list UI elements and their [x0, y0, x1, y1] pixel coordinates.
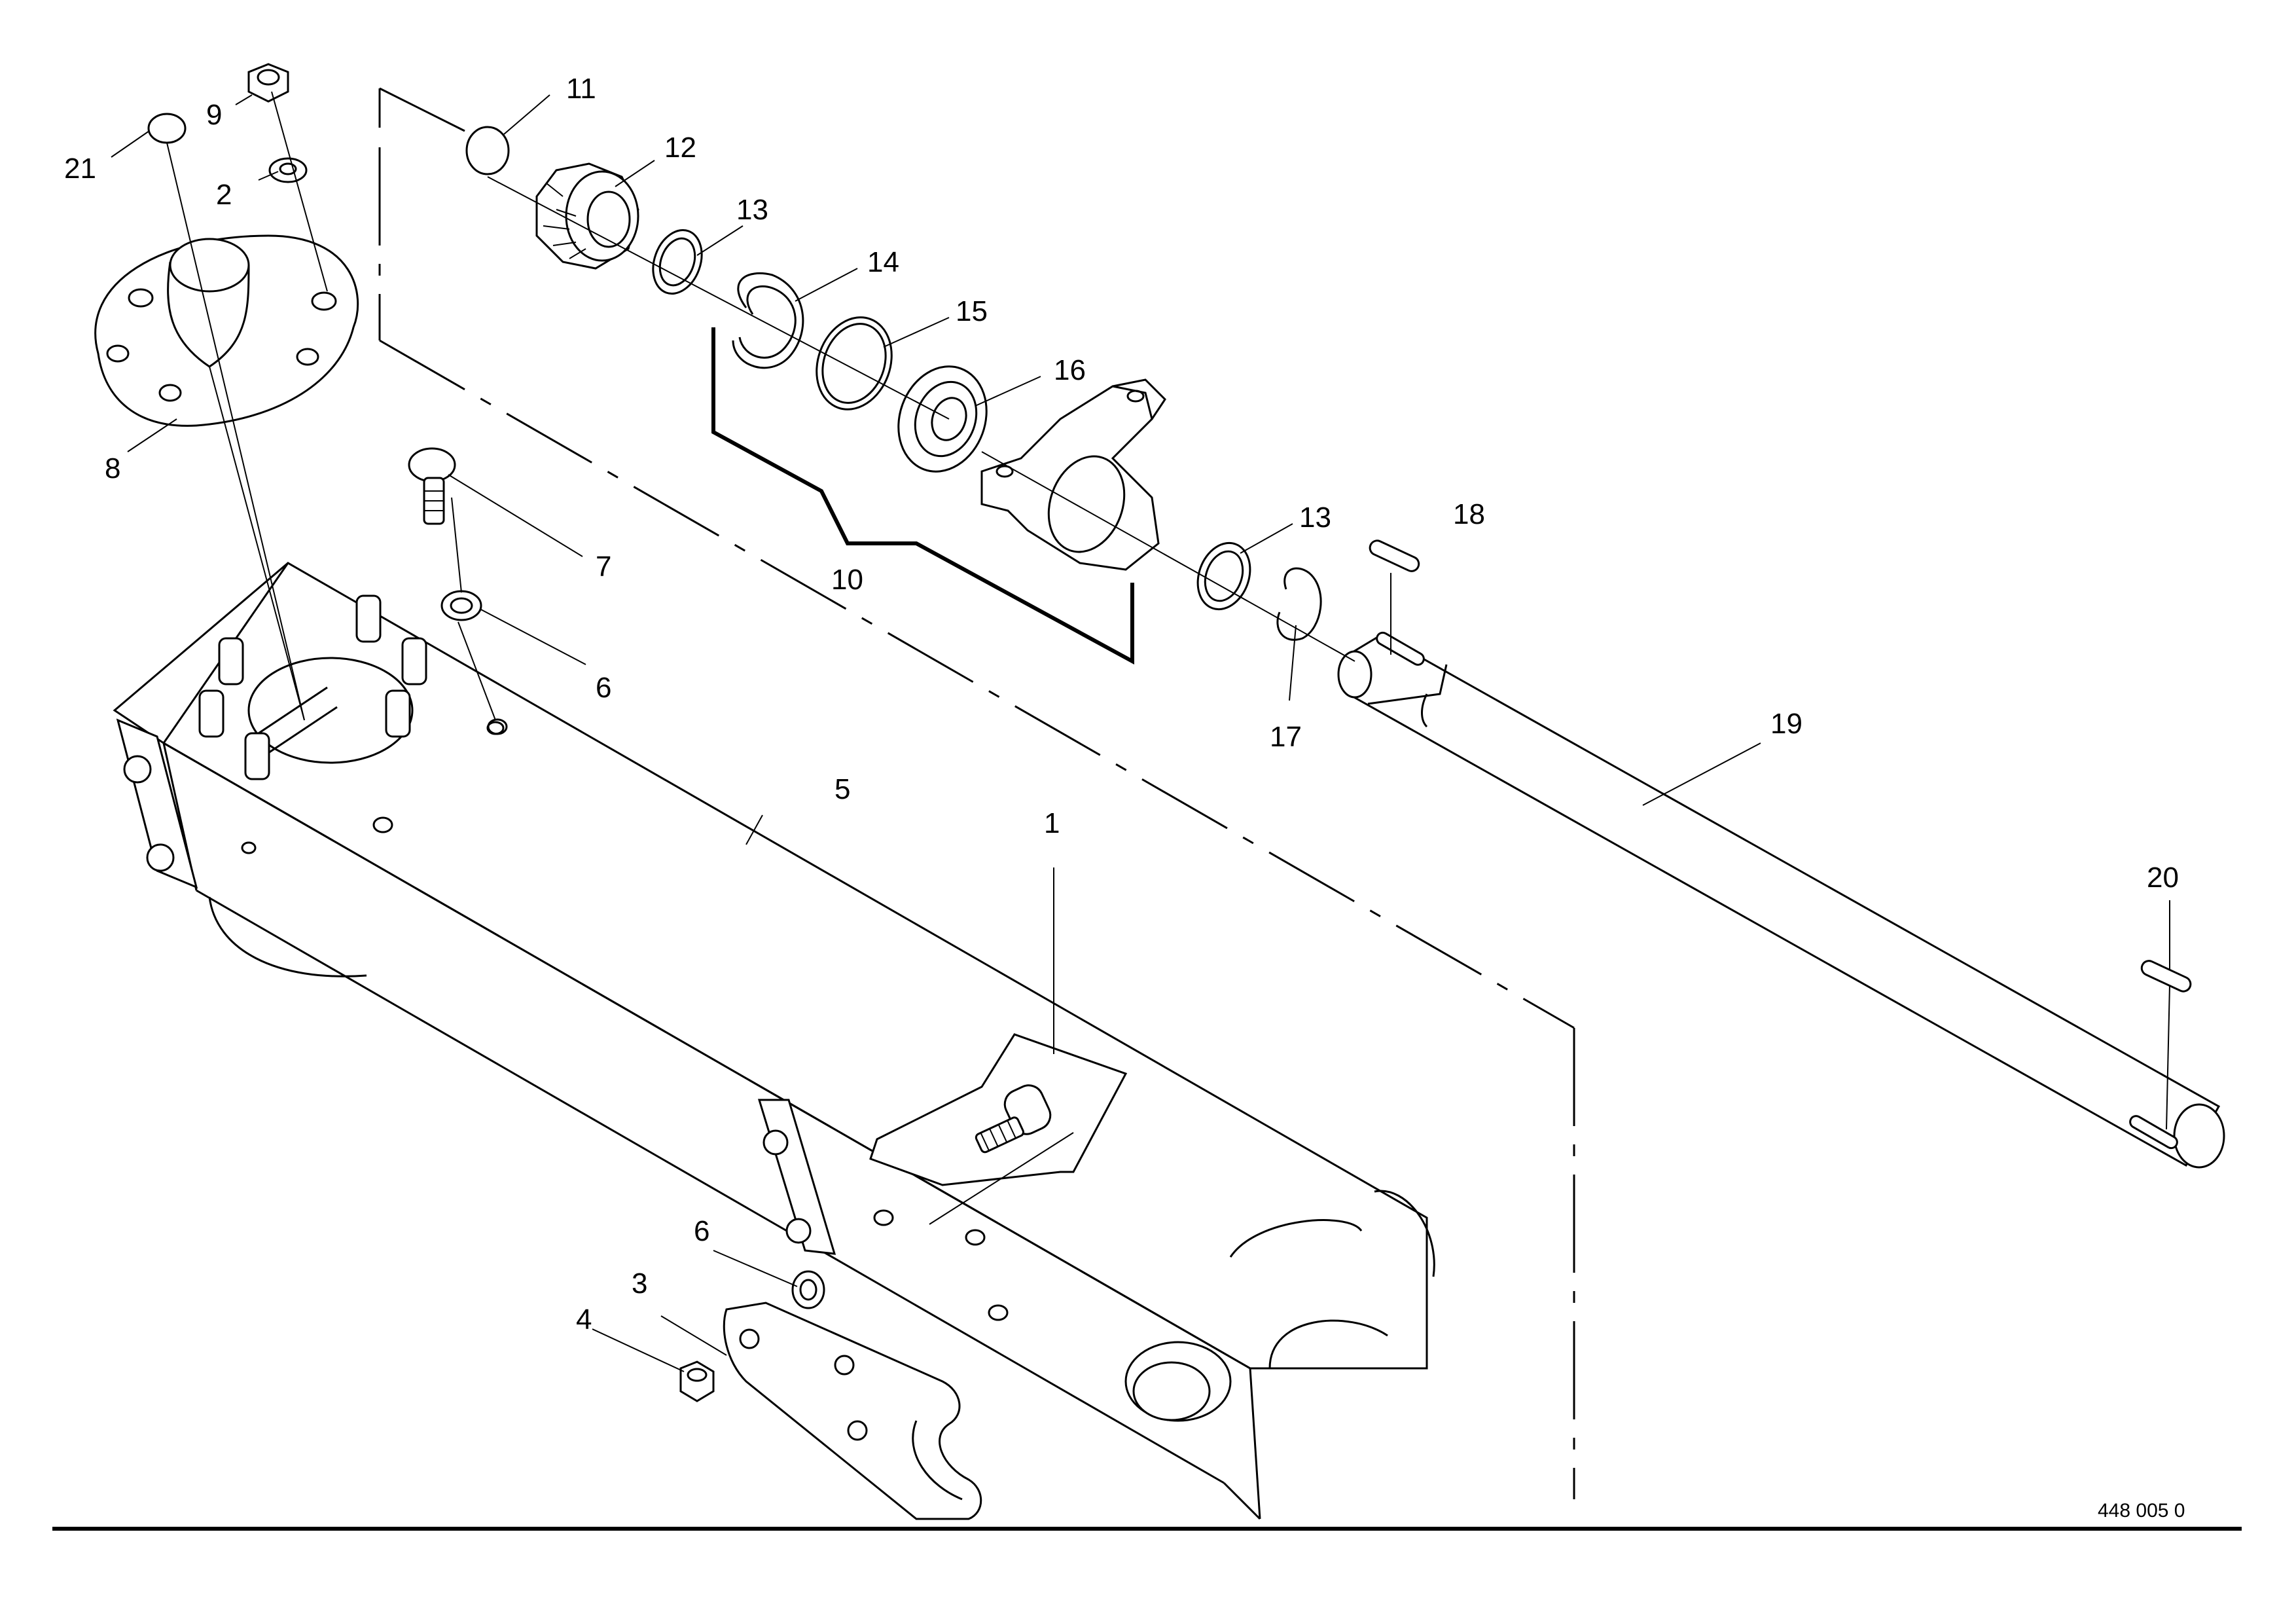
- circlip-17: [1276, 567, 1322, 641]
- frame-beam: [113, 562, 1435, 1520]
- callout-4: 4: [576, 1304, 592, 1336]
- callout-6b: 6: [694, 1215, 709, 1247]
- callout-12: 12: [664, 132, 696, 164]
- mounting-plate-3: [723, 1302, 982, 1520]
- retaining-ring-15: [816, 316, 893, 410]
- callout-15: 15: [956, 295, 988, 327]
- key-18: [1369, 539, 1420, 572]
- callout-17: 17: [1270, 721, 1302, 753]
- callout-3: 3: [632, 1267, 647, 1300]
- drive-shaft: [1337, 631, 2225, 1169]
- o-ring-21: [147, 113, 187, 144]
- spacer-ring-13a: [652, 229, 703, 295]
- callout-20: 20: [2147, 862, 2179, 894]
- callout-16: 16: [1054, 354, 1086, 386]
- callout-21: 21: [64, 153, 96, 185]
- o-ring-11: [465, 126, 510, 175]
- callout-7: 7: [596, 551, 611, 583]
- leader-lines: [111, 91, 2170, 1372]
- assembly-boundary: [378, 87, 1575, 1499]
- cutaway-detail: [869, 1033, 1128, 1186]
- key-20: [2140, 960, 2192, 993]
- callout-5: 5: [834, 773, 850, 805]
- callout-6a: 6: [596, 672, 611, 704]
- callout-19: 19: [1770, 708, 1803, 740]
- bearing-group-bracket: [711, 327, 1134, 665]
- hex-nut-4: [679, 1360, 715, 1402]
- callout-13b: 13: [1299, 501, 1331, 534]
- callout-14: 14: [867, 246, 899, 278]
- lock-washer-6b: [791, 1270, 825, 1309]
- spacer-ring-13b: [1196, 541, 1251, 611]
- flange-housing: [94, 234, 359, 427]
- ball-bearing-16: [897, 365, 988, 473]
- callout-11: 11: [566, 73, 596, 105]
- callout-10: 10: [831, 564, 863, 596]
- callout-1: 1: [1044, 807, 1060, 839]
- callout-2: 2: [216, 179, 232, 211]
- callout-13a: 13: [736, 194, 768, 226]
- hex-nut-9: [247, 63, 289, 103]
- callout-9: 9: [206, 99, 222, 131]
- lock-washer-6a: [440, 590, 482, 621]
- document-number: 448 005 0: [2098, 1500, 2185, 1522]
- pillow-block-housing: [980, 378, 1166, 571]
- callout-labels: 1 2 3 4 5 6 6 7 8 9 10 11 12 13 13 14 15…: [64, 73, 2185, 1522]
- bolt-7: [408, 447, 456, 525]
- callout-18: 18: [1453, 498, 1485, 530]
- circlip-14: [732, 272, 804, 369]
- washer-2: [268, 157, 308, 183]
- callout-8: 8: [105, 452, 120, 484]
- bevel-gear-12: [535, 162, 639, 270]
